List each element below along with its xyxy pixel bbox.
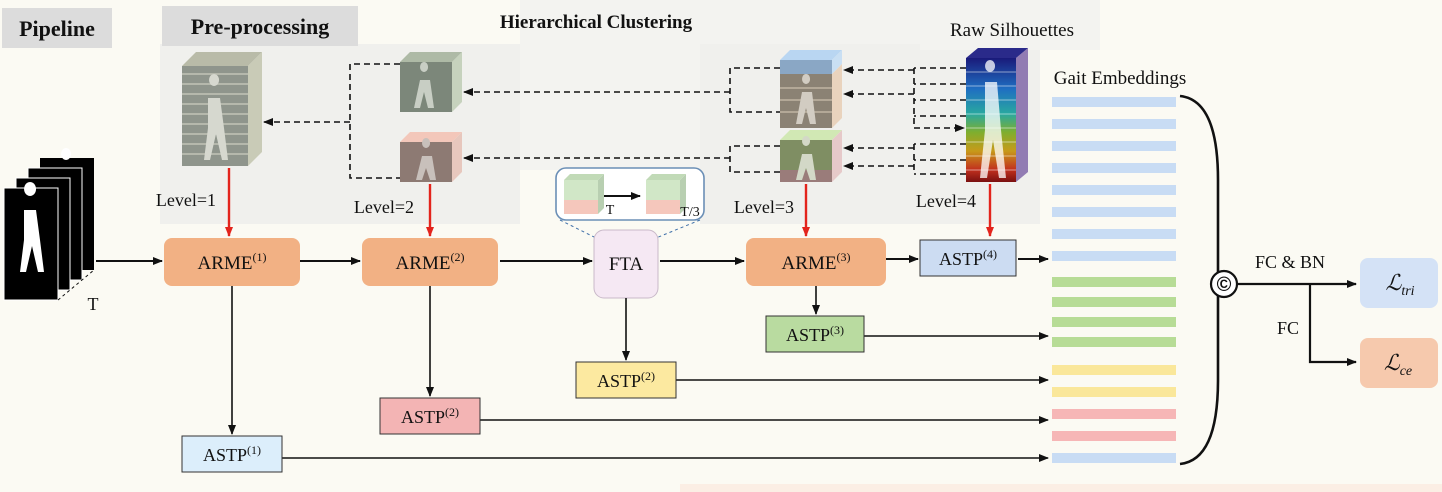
gait-embedding-bars: [1052, 97, 1176, 463]
preprocessing-tab: [162, 6, 358, 46]
astp-2-yellow-label: ASTP(2): [597, 369, 655, 391]
embedding-bar: [1052, 119, 1176, 129]
branch-arrows: [228, 286, 1049, 462]
embedding-bar: [1052, 97, 1176, 107]
concat-circle: [1209, 269, 1239, 299]
level4-label: Level=4: [916, 191, 976, 211]
embedding-bar: [1052, 163, 1176, 173]
raw-panel: [920, 0, 1100, 50]
astp-3-label: ASTP(3): [786, 323, 844, 345]
arme-2-box: [362, 238, 498, 286]
gait-embeddings-title: Gait Embeddings: [1054, 68, 1186, 89]
arme-3-box: [746, 238, 886, 286]
embedding-bar: [1052, 141, 1176, 151]
fc-label: FC: [1277, 318, 1299, 338]
level2-cube-top: [400, 52, 462, 112]
embedding-bar: [1052, 337, 1176, 347]
arme-3-label: ARME(3): [782, 250, 851, 274]
embedding-bar: [1052, 251, 1176, 261]
preprocessing-title: Pre-processing: [191, 14, 330, 39]
astp-1-box: [181, 435, 283, 473]
level3-label: Level=3: [734, 197, 794, 217]
input-silhouettes: [3, 148, 95, 301]
head-arrows: [1238, 280, 1357, 366]
astp-3-box: [765, 315, 865, 353]
astp-4-box: [919, 239, 1017, 277]
astp-2-yellow-box: [575, 361, 677, 399]
arme-1-label: ARME(1): [198, 250, 267, 274]
astp-2-red-label: ASTP(2): [401, 405, 459, 427]
embedding-bar: [1052, 431, 1176, 441]
clustering-dashed-arrows: [263, 63, 966, 179]
raw-silhouettes-stack: [966, 48, 1028, 182]
level3-cube-top: [780, 50, 842, 128]
ce-loss-box: [1360, 338, 1438, 388]
fta-label: FTA: [609, 254, 644, 275]
embedding-bar: [1052, 365, 1176, 375]
hierarchical-title: Hierarchical Clustering: [500, 12, 693, 33]
ce-loss-label: ℒce: [1384, 350, 1412, 379]
embedding-bar: [1052, 207, 1176, 217]
level1-label: Level=1: [156, 190, 216, 210]
red-level-arrows: [225, 168, 994, 237]
embedding-bar: [1052, 317, 1176, 327]
triplet-loss-label: ℒtri: [1385, 270, 1414, 299]
embedding-bar: [1052, 453, 1176, 463]
level1-cube: [182, 52, 262, 166]
raw-title: Raw Silhouettes: [950, 20, 1074, 41]
embedding-bar: [1052, 229, 1176, 239]
level3-cube-bottom: [780, 130, 842, 182]
pipeline-tab: [2, 8, 112, 48]
fta-inset: [555, 167, 705, 239]
main-flow-arrows: [96, 255, 1049, 265]
embedding-bar: [1052, 409, 1176, 419]
fta-inset-T: T: [606, 203, 615, 218]
input-T-label: T: [88, 294, 99, 314]
bottom-strip: [680, 484, 1442, 492]
embedding-bar: [1052, 277, 1176, 287]
embedding-bar: [1052, 297, 1176, 307]
astp-2-red-box: [379, 397, 481, 435]
level2-cube-bottom: [400, 132, 462, 182]
astp-1-label: ASTP(1): [203, 443, 261, 465]
astp-4-label: ASTP(4): [939, 247, 997, 269]
level2-label: Level=2: [354, 197, 414, 217]
fc-bn-label: FC & BN: [1255, 252, 1325, 272]
pipeline-title: Pipeline: [19, 16, 95, 41]
arme-1-box: [164, 238, 300, 286]
triplet-loss-box: [1360, 258, 1438, 308]
embedding-bar: [1052, 185, 1176, 195]
fta-inset-T3: T/3: [680, 205, 699, 220]
arme-2-label: ARME(2): [396, 250, 465, 274]
embedding-bar: [1052, 387, 1176, 397]
concat-symbol: ©: [1217, 274, 1232, 296]
